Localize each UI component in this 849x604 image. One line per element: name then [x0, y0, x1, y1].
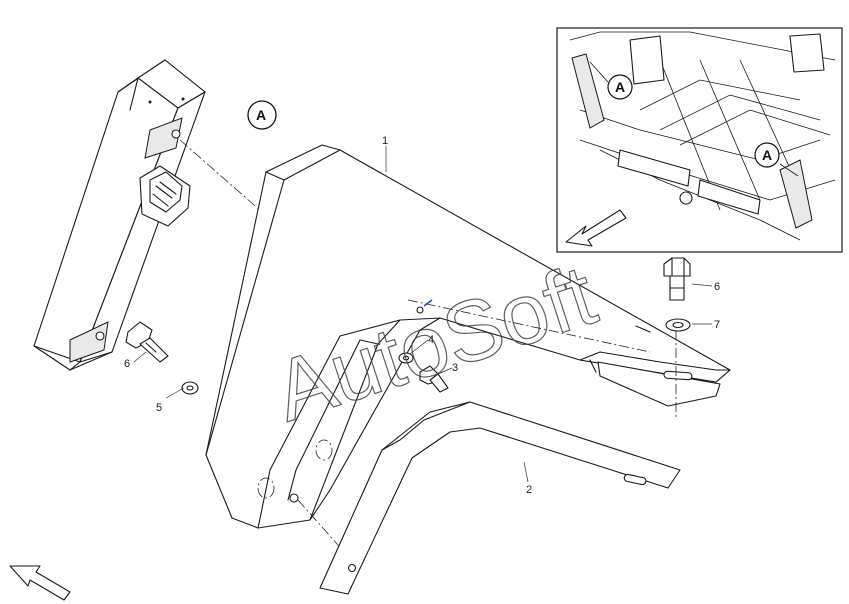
- svg-text:A: A: [615, 79, 625, 95]
- washer-4: [398, 352, 414, 364]
- washer-5: [181, 381, 199, 395]
- callout-6-left: 6: [124, 358, 130, 370]
- inset-direction-arrow-icon: [565, 209, 627, 247]
- washer-7: [665, 318, 691, 332]
- inset-view: A A: [556, 27, 843, 253]
- bolt-6-left: [125, 321, 169, 363]
- connector: [139, 165, 191, 227]
- bolt-3: [419, 365, 449, 393]
- callout-5: 5: [156, 402, 162, 414]
- svg-text:A: A: [256, 107, 266, 123]
- inset-marker-a-1: A: [607, 74, 633, 100]
- callout-6-right: 6: [714, 281, 720, 293]
- electrical-box: [33, 59, 206, 371]
- callout-1: 1: [382, 135, 388, 147]
- part-2-strap: [319, 401, 681, 595]
- callout-3: 3: [452, 362, 458, 374]
- part-1-shield: [205, 144, 731, 529]
- view-marker-a: A: [247, 100, 277, 130]
- direction-arrow-icon: [9, 565, 71, 601]
- callout-2: 2: [526, 484, 532, 496]
- callout-7: 7: [714, 319, 720, 331]
- leader-lines: [133, 146, 713, 483]
- callout-4: 4: [428, 334, 434, 346]
- alignment-line: [407, 299, 651, 353]
- bolt-6-right: [663, 257, 691, 301]
- inset-marker-a-2: A: [754, 142, 780, 168]
- svg-text:A: A: [762, 147, 772, 163]
- alignment-line: [179, 139, 263, 213]
- alignment-line: [297, 499, 347, 555]
